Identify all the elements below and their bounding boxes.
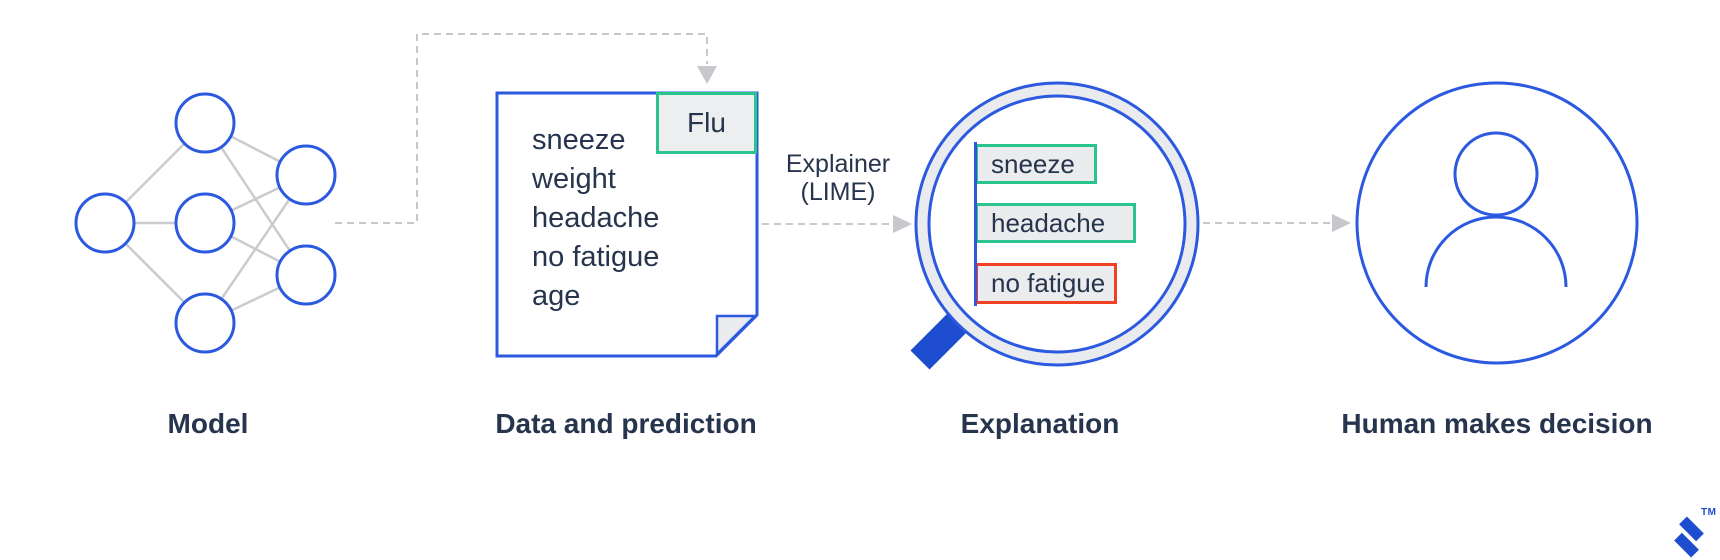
document-line: headache bbox=[532, 202, 660, 234]
arrowhead-right-icon bbox=[1332, 214, 1351, 232]
person-icon bbox=[1355, 81, 1639, 365]
document-line: age bbox=[532, 280, 581, 312]
magnifier-handle bbox=[910, 312, 968, 370]
explanation-bar-headache: headache bbox=[975, 203, 1136, 243]
trademark-text: TM bbox=[1701, 507, 1717, 518]
explainer-label-line1: Explainer bbox=[785, 150, 891, 178]
explanation-bar-no-fatigue: no fatigue bbox=[975, 263, 1117, 304]
explanation-bar-sneeze: sneeze bbox=[975, 144, 1097, 184]
explainer-label-line2: (LIME) bbox=[800, 178, 876, 206]
arrowhead-right-icon bbox=[893, 215, 912, 233]
document-line: sneeze bbox=[532, 124, 626, 156]
folded-corner bbox=[715, 314, 759, 358]
explanation-axis-line bbox=[974, 142, 977, 306]
document-line: no fatigue bbox=[532, 241, 660, 273]
stage-label-explanation: Explanation bbox=[960, 408, 1120, 439]
explainer-label: Explainer (LIME) bbox=[786, 150, 890, 206]
stage-label-model: Model bbox=[167, 408, 249, 439]
stage-label-data-and-prediction: Data and prediction bbox=[495, 408, 757, 439]
arrowhead-down-icon bbox=[697, 66, 717, 84]
document-feature-list: sneeze weight headache no fatigue age bbox=[532, 121, 659, 316]
neural-network-icon bbox=[74, 92, 337, 354]
connector-explanation-to-human bbox=[1203, 214, 1351, 232]
connector-model-to-data bbox=[335, 33, 717, 224]
network-nodes bbox=[74, 92, 337, 354]
document-line: weight bbox=[532, 163, 616, 195]
toptal-logo-icon bbox=[1674, 516, 1704, 558]
stage-label-human-makes-decision: Human makes decision bbox=[1341, 408, 1653, 439]
prediction-tag: Flu bbox=[656, 92, 757, 154]
connector-data-to-explanation bbox=[762, 215, 912, 233]
